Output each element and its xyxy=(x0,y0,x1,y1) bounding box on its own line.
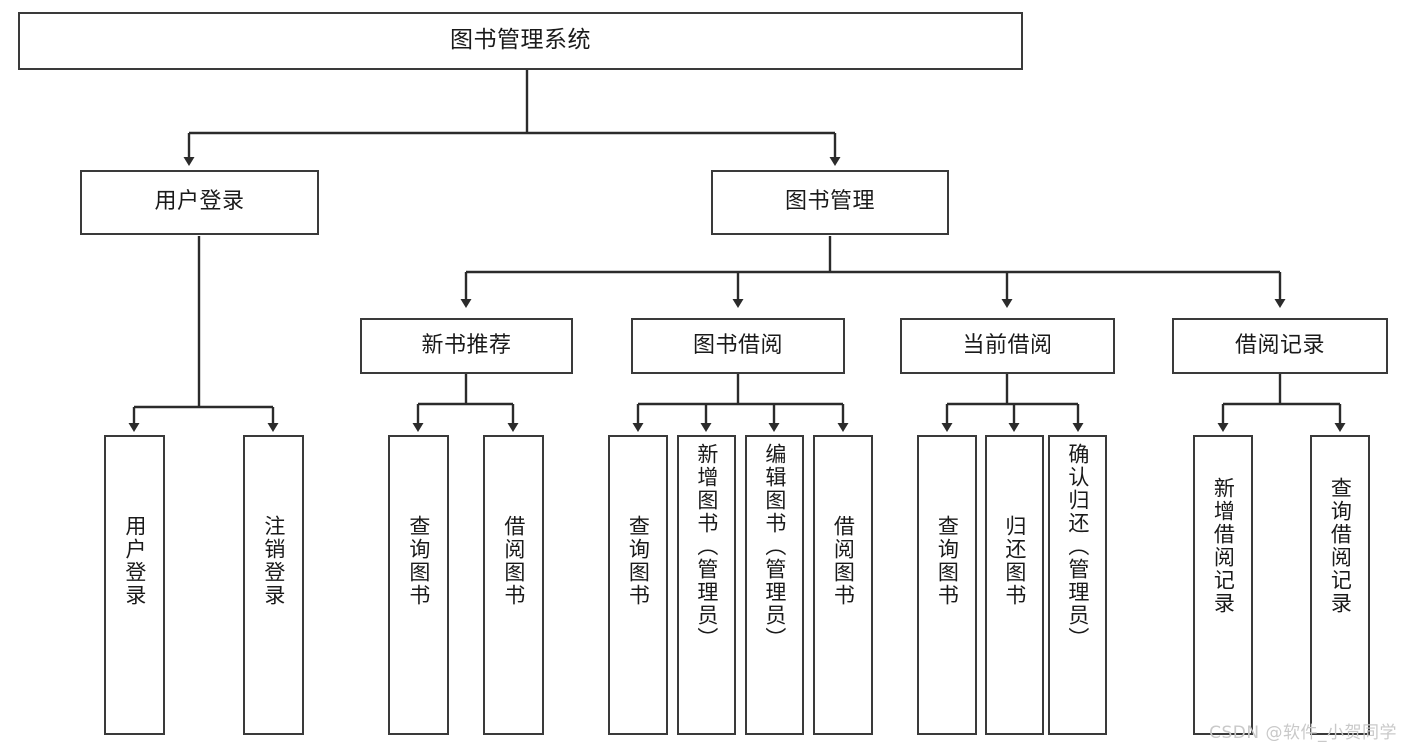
node-label: 查询借阅记录 xyxy=(1328,477,1353,615)
node-label: 借阅记录 xyxy=(1234,332,1325,358)
node-new-book-recommendation[interactable]: 新书推荐 xyxy=(360,318,573,374)
node-label: 注销登录 xyxy=(261,515,286,607)
leaf-logout-login[interactable]: 注销登录 xyxy=(243,435,304,735)
node-label: 归还图书 xyxy=(1002,515,1027,607)
leaf-add-borrow-record[interactable]: 新增借阅记录 xyxy=(1193,435,1253,735)
node-label: 借阅图书 xyxy=(831,515,856,607)
node-current-borrowing[interactable]: 当前借阅 xyxy=(900,318,1115,374)
leaf-query-book-borrow[interactable]: 查询图书 xyxy=(608,435,668,735)
node-label: 图书借阅 xyxy=(692,332,783,358)
node-label: 用户登录 xyxy=(154,189,245,215)
leaf-borrow-book-borrow[interactable]: 借阅图书 xyxy=(813,435,873,735)
leaf-user-login[interactable]: 用户登录 xyxy=(104,435,165,735)
node-label: 确认归还（管理员） xyxy=(1065,443,1090,650)
node-user-login[interactable]: 用户登录 xyxy=(80,170,319,235)
node-label: 新增借阅记录 xyxy=(1211,477,1236,615)
node-label: 查询图书 xyxy=(626,515,651,607)
node-label: 图书管理 xyxy=(784,189,875,215)
node-label: 当前借阅 xyxy=(962,332,1053,358)
leaf-query-book-current[interactable]: 查询图书 xyxy=(917,435,977,735)
node-label: 查询图书 xyxy=(935,515,960,607)
leaf-query-borrow-record[interactable]: 查询借阅记录 xyxy=(1310,435,1370,735)
node-book-management[interactable]: 图书管理 xyxy=(711,170,949,235)
node-label: 借阅图书 xyxy=(501,515,526,607)
node-label: 编辑图书（管理员） xyxy=(762,443,787,650)
node-borrowing-record[interactable]: 借阅记录 xyxy=(1172,318,1388,374)
csdn-watermark: CSDN @软件_小贺同学 xyxy=(1209,723,1397,743)
leaf-edit-book-admin[interactable]: 编辑图书（管理员） xyxy=(745,435,804,735)
node-book-borrowing[interactable]: 图书借阅 xyxy=(631,318,845,374)
node-label: 新书推荐 xyxy=(421,332,512,358)
node-label: 图书管理系统 xyxy=(450,27,591,54)
leaf-borrow-book-new-book[interactable]: 借阅图书 xyxy=(483,435,544,735)
leaf-return-book[interactable]: 归还图书 xyxy=(985,435,1044,735)
node-label: 新增图书（管理员） xyxy=(694,443,719,650)
node-root-book-management-system[interactable]: 图书管理系统 xyxy=(18,12,1023,70)
leaf-confirm-return-admin[interactable]: 确认归还（管理员） xyxy=(1048,435,1107,735)
node-label: 用户登录 xyxy=(122,515,147,607)
leaf-add-book-admin[interactable]: 新增图书（管理员） xyxy=(677,435,736,735)
leaf-query-book-new-book[interactable]: 查询图书 xyxy=(388,435,449,735)
node-label: 查询图书 xyxy=(406,515,431,607)
